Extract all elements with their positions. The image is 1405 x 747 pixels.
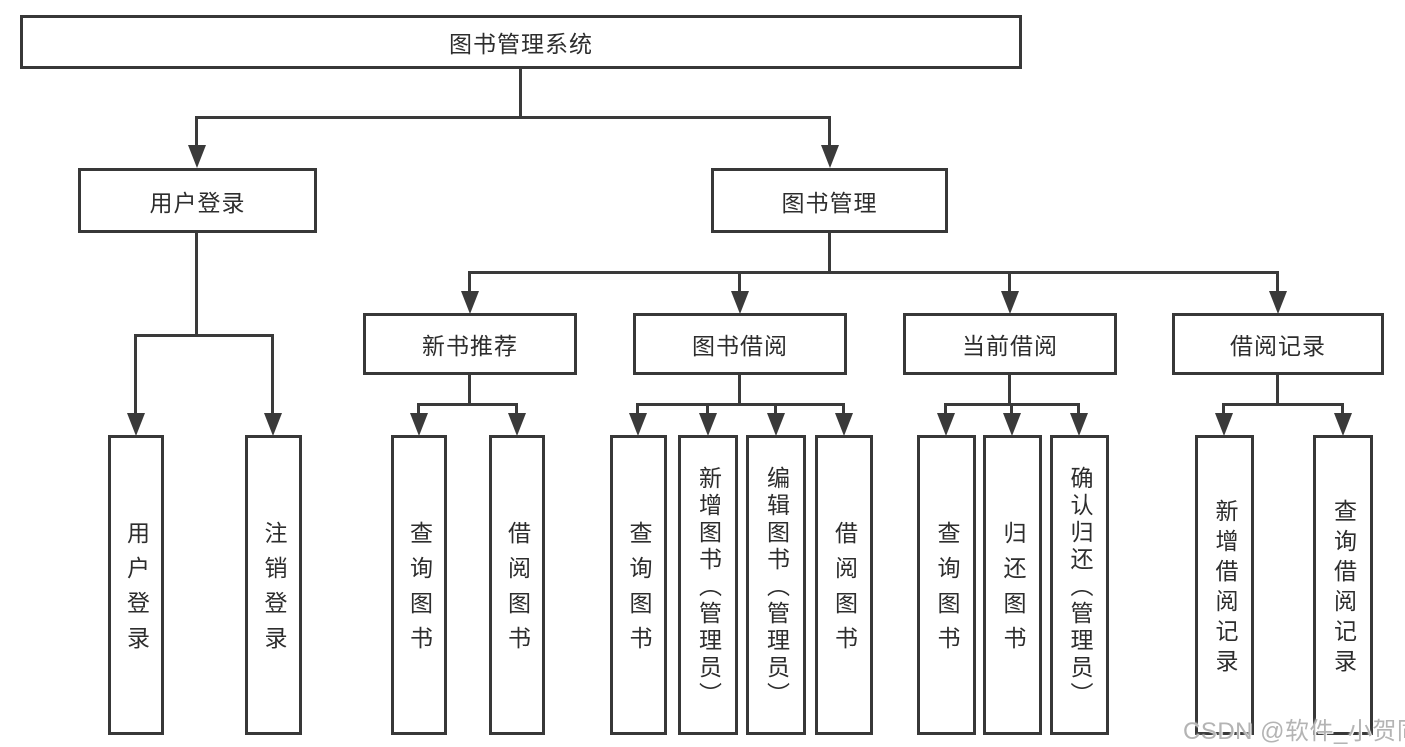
arrow-down-icon (1222, 404, 1225, 413)
node-leaf-user-login: 用户登录 (108, 435, 164, 735)
node-label: 确认归还（管理员） (1067, 465, 1093, 709)
arrow-down-icon (1010, 404, 1013, 413)
arrow-down-icon (134, 335, 137, 413)
node-leaf-add-book-admin: 新增图书（管理员） (678, 435, 738, 735)
edge-root-stem (519, 68, 522, 118)
arrow-down-icon (1077, 404, 1080, 413)
edge-new-book-rail (417, 403, 518, 406)
arrow-down-icon (1341, 404, 1344, 413)
node-label: 用户登录 (123, 521, 150, 661)
node-borrow-record: 借阅记录 (1172, 313, 1384, 375)
node-book-management-branch: 图书管理 (711, 168, 948, 233)
node-label: 图书管理 (781, 189, 878, 216)
arrow-down-icon (195, 117, 198, 145)
edge-current-borrow-stem (1008, 375, 1011, 405)
edge-book-borrow-rail (636, 403, 845, 406)
node-label: 用户登录 (149, 189, 246, 216)
node-label: 新增借阅记录 (1212, 498, 1238, 679)
node-label: 归还图书 (1000, 521, 1026, 661)
node-label: 图书管理系统 (449, 31, 593, 57)
csdn-watermark: CSDN @软件_小贺同学 (1183, 718, 1405, 745)
arrow-down-icon (417, 404, 420, 413)
node-label: 查询图书 (406, 521, 433, 661)
arrow-down-icon (515, 404, 518, 413)
node-label: 查询图书 (626, 521, 652, 661)
node-label: 图书借阅 (692, 333, 788, 359)
node-leaf-query-book-2: 查询图书 (610, 435, 667, 735)
node-label: 借阅图书 (831, 521, 858, 661)
node-label: 新书推荐 (422, 333, 518, 359)
arrow-down-icon (738, 272, 741, 291)
node-label: 查询借阅记录 (1330, 498, 1357, 679)
node-leaf-confirm-return-admin: 确认归还（管理员） (1050, 435, 1109, 735)
arrow-down-icon (828, 117, 831, 145)
edge-borrow-record-rail (1222, 403, 1344, 406)
node-leaf-edit-book-admin: 编辑图书（管理员） (746, 435, 806, 735)
edge-user-login-stem (195, 232, 198, 336)
edge-borrow-record-stem (1276, 375, 1279, 405)
arrow-down-icon (944, 404, 947, 413)
arrow-down-icon (774, 404, 777, 413)
edge-book-borrow-stem (738, 375, 741, 405)
arrow-down-icon (842, 404, 845, 413)
node-leaf-logout: 注销登录 (245, 435, 302, 735)
node-leaf-borrow-book-1: 借阅图书 (489, 435, 545, 735)
arrow-down-icon (706, 404, 709, 413)
node-current-borrow: 当前借阅 (903, 313, 1117, 375)
node-label: 借阅记录 (1230, 333, 1326, 359)
node-library-management-system: 图书管理系统 (20, 15, 1022, 69)
node-label: 借阅图书 (504, 521, 531, 661)
edge-level2-rail (195, 116, 831, 119)
arrow-down-icon (271, 335, 274, 413)
node-user-login-branch: 用户登录 (78, 168, 317, 233)
node-book-borrow: 图书借阅 (633, 313, 847, 375)
node-label: 编辑图书（管理员） (763, 465, 790, 709)
edge-level3-rail (468, 271, 1279, 274)
node-label: 当前借阅 (962, 333, 1058, 359)
node-new-book-recommend: 新书推荐 (363, 313, 577, 375)
node-label: 查询图书 (934, 521, 960, 661)
arrow-down-icon (1008, 272, 1011, 291)
node-leaf-query-borrow-record: 查询借阅记录 (1313, 435, 1373, 735)
node-leaf-query-book-3: 查询图书 (917, 435, 976, 735)
edge-book-mgmt-stem (828, 232, 831, 273)
node-label: 新增图书（管理员） (695, 465, 722, 709)
node-leaf-query-book-1: 查询图书 (391, 435, 447, 735)
node-leaf-add-borrow-record: 新增借阅记录 (1195, 435, 1254, 735)
node-leaf-return-book: 归还图书 (983, 435, 1042, 735)
arrow-down-icon (636, 404, 639, 413)
node-leaf-borrow-book-2: 借阅图书 (815, 435, 873, 735)
arrow-down-icon (468, 272, 471, 291)
node-label: 注销登录 (261, 521, 287, 661)
arrow-down-icon (1276, 272, 1279, 291)
edge-new-book-stem (468, 375, 471, 405)
edge-user-login-rail (134, 334, 274, 337)
